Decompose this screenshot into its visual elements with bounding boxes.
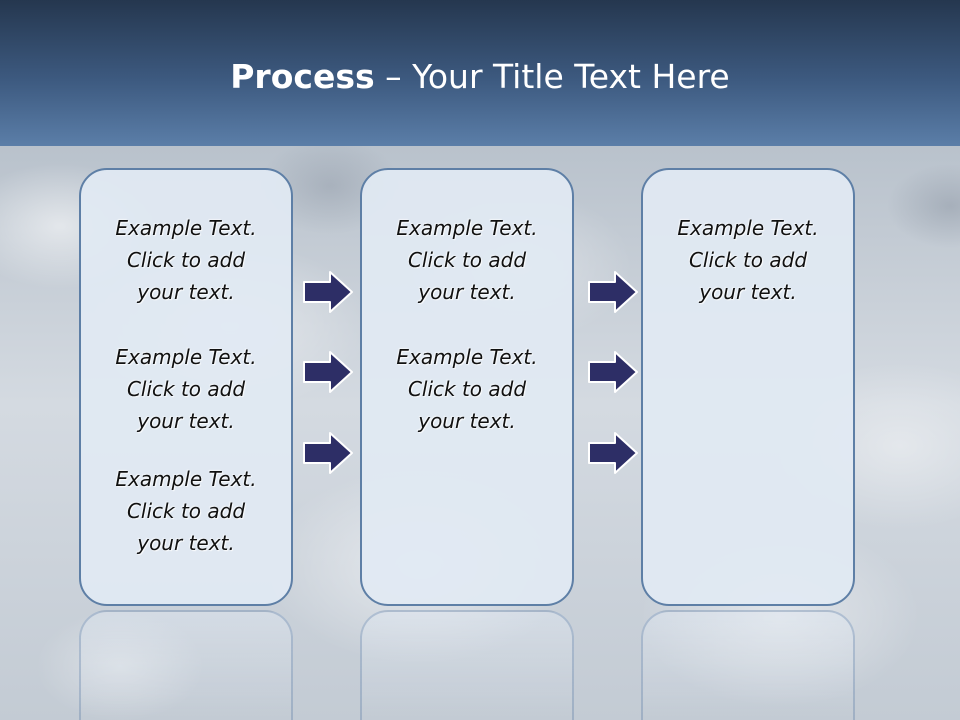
text-line: Example Text. [396, 345, 538, 369]
text-line: Example Text. [677, 216, 819, 240]
process-box-3[interactable]: Example Text. Click to add your text. [641, 168, 855, 606]
text-block[interactable]: Example Text. Click to add your text. [362, 212, 572, 308]
text-block[interactable]: Example Text. Click to add your text. [81, 341, 291, 437]
right-arrow-icon [588, 271, 638, 313]
slide-title[interactable]: Process – Your Title Text Here [0, 52, 960, 102]
text-block[interactable]: Example Text. Click to add your text. [81, 212, 291, 308]
text-line: your text. [418, 409, 516, 433]
text-line: your text. [699, 280, 797, 304]
text-line: Click to add [688, 248, 808, 272]
title-bar: Process – Your Title Text Here [0, 0, 960, 146]
text-line: Click to add [126, 377, 246, 401]
process-box-1[interactable]: Example Text. Click to add your text. Ex… [79, 168, 293, 606]
text-line: Click to add [407, 248, 527, 272]
process-box-2[interactable]: Example Text. Click to add your text. Ex… [360, 168, 574, 606]
text-line: your text. [137, 280, 235, 304]
right-arrow-icon [588, 432, 638, 474]
text-line: Example Text. [115, 467, 257, 491]
text-line: Click to add [126, 248, 246, 272]
box-reflection-3 [641, 610, 855, 720]
text-line: Click to add [126, 499, 246, 523]
text-block[interactable]: Example Text. Click to add your text. [362, 341, 572, 437]
title-bold-text: Process [230, 57, 375, 96]
right-arrow-icon [303, 432, 353, 474]
text-line: your text. [137, 531, 235, 555]
right-arrow-icon [588, 351, 638, 393]
text-line: Example Text. [115, 216, 257, 240]
text-line: Click to add [407, 377, 527, 401]
text-line: your text. [137, 409, 235, 433]
right-arrow-icon [303, 271, 353, 313]
text-line: your text. [418, 280, 516, 304]
title-rest-text: – Your Title Text Here [374, 57, 730, 96]
text-block[interactable]: Example Text. Click to add your text. [81, 463, 291, 559]
box-reflection-1 [79, 610, 293, 720]
right-arrow-icon [303, 351, 353, 393]
text-block[interactable]: Example Text. Click to add your text. [643, 212, 853, 308]
box-reflection-2 [360, 610, 574, 720]
text-line: Example Text. [115, 345, 257, 369]
text-line: Example Text. [396, 216, 538, 240]
